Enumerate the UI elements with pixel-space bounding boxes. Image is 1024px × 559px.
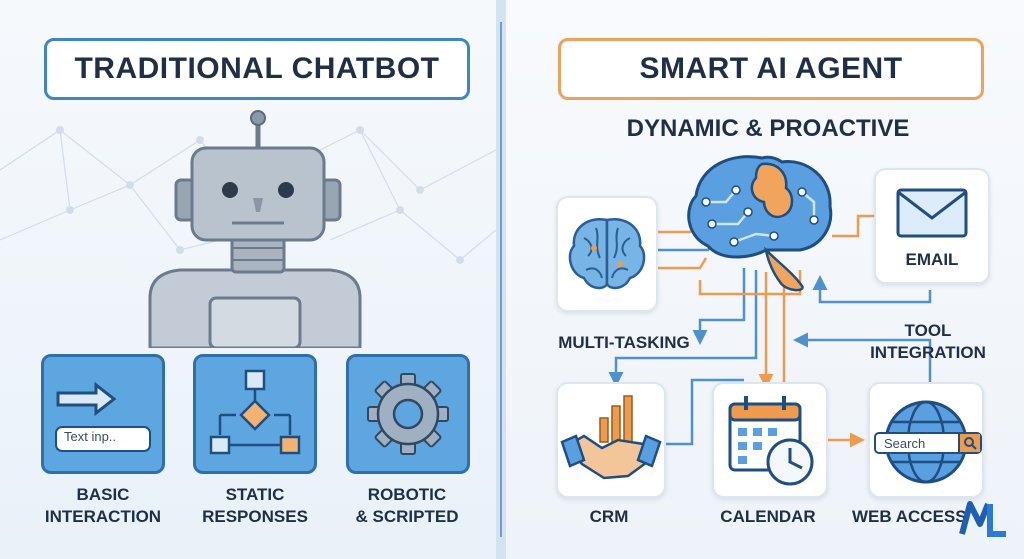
gear-icon: [367, 373, 449, 455]
smart-ai-agent-title: SMART AI AGENT: [558, 38, 984, 100]
robotic-scripted-label: ROBOTIC & SCRIPTED: [355, 485, 459, 526]
crm-label: CRM: [589, 507, 629, 526]
multitasking-brain-tile: [556, 196, 658, 312]
web-access-label: WEB ACCESS: [852, 507, 967, 526]
ai-brain-icon: [687, 155, 833, 292]
static-responses-box: [193, 354, 317, 474]
crm-tile: [556, 382, 666, 498]
brain-icon: [568, 217, 646, 290]
traditional-chatbot-title: TRADITIONAL CHATBOT: [44, 38, 470, 100]
basic-interaction-box: Text inp..: [41, 354, 165, 474]
text-input-sample: Text inp..: [64, 429, 117, 444]
basic-interaction-label: BASIC INTERACTION: [44, 485, 162, 526]
handshake-chart-icon: [560, 395, 662, 480]
email-label: EMAIL: [905, 250, 959, 269]
panel-divider: [496, 0, 506, 559]
brand-logo: [959, 501, 1006, 537]
calendar-label: CALENDAR: [720, 507, 816, 526]
search-icon: [958, 434, 980, 452]
robotic-scripted-box: [346, 354, 470, 474]
search-text: Search: [884, 436, 926, 451]
robot-icon: [148, 110, 362, 348]
flowchart-icon: [209, 369, 301, 455]
calendar-clock-icon: [728, 396, 814, 486]
tool-integration-label: TOOL INTEGRATION: [870, 321, 986, 362]
arrow-input-icon: [55, 381, 151, 452]
search-bar: Search: [874, 432, 982, 454]
multitasking-label: MULTI-TASKING: [558, 333, 690, 352]
calendar-tile: [712, 382, 828, 498]
network-background: [0, 126, 496, 264]
email-tile: EMAIL: [874, 168, 990, 284]
traditional-chatbot-panel: TRADITIONAL CHATBOT: [0, 0, 496, 559]
static-responses-label: STATIC RESPONSES: [202, 485, 308, 526]
web-access-tile: Search: [868, 382, 984, 498]
envelope-icon: [896, 188, 968, 238]
dynamic-proactive-subtitle: DYNAMIC & PROACTIVE: [626, 115, 910, 142]
